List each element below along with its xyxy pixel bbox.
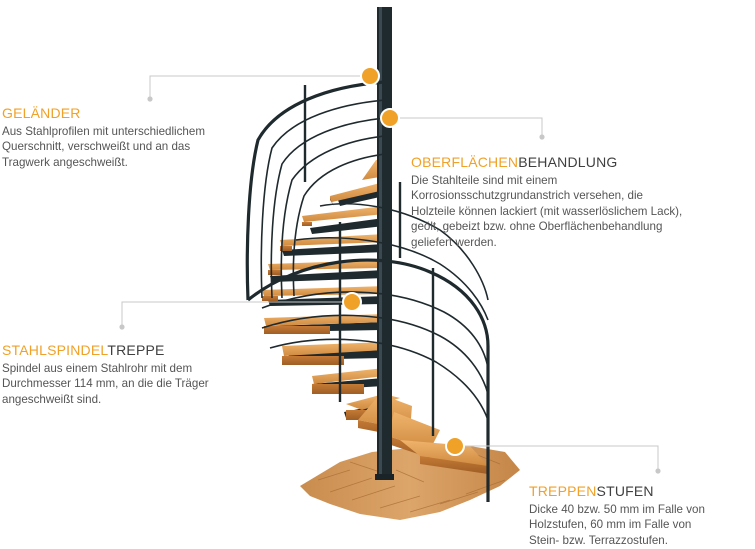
description-line: Querschnitt, verschweißt und an das <box>2 140 191 154</box>
callout-markers <box>342 66 465 456</box>
description-line: Korrosionsschutzgrundanstrich versehen, … <box>411 189 643 203</box>
description-line: Tragwerk angeschweißt. <box>2 155 128 169</box>
callout-description: Die Stahlteile sind mit einem Korrosions… <box>411 173 682 250</box>
leader-end-icon <box>119 324 125 330</box>
callout-title: TREPPENSTUFEN <box>529 482 705 500</box>
title-highlight: TREPPEN <box>529 483 597 499</box>
description-line: Dicke 40 bzw. 50 mm im Falle von <box>529 503 705 516</box>
step <box>312 368 384 394</box>
callout-description: Aus Stahlprofilen mit unterschiedlichem … <box>2 124 205 170</box>
callout-oberflaechenbehandlung: OBERFLÄCHENBEHANDLUNG Die Stahlteile sin… <box>411 153 682 250</box>
description-line: geliefert werden. <box>411 235 497 249</box>
description-line: angeschweißt sind. <box>2 392 102 406</box>
callout-treppenstufen: TREPPENSTUFEN Dicke 40 bzw. 50 mm im Fal… <box>529 482 705 548</box>
description-line: Aus Stahlprofilen mit unterschiedlichem <box>2 125 205 138</box>
callout-title: OBERFLÄCHENBEHANDLUNG <box>411 153 682 171</box>
callout-stahlspindeltreppe: STAHLSPINDELTREPPE Spindel aus einem Sta… <box>2 341 209 407</box>
callout-gelaender: GELÄNDER Aus Stahlprofilen mit unterschi… <box>2 104 205 170</box>
step <box>302 206 384 226</box>
step <box>330 182 384 206</box>
marker-dot-icon <box>380 108 400 128</box>
step-carriers <box>268 188 384 418</box>
marker-dot-icon <box>360 66 380 86</box>
leader-end-markers <box>119 96 661 474</box>
title-rest: STUFEN <box>596 483 654 499</box>
title-highlight: OBERFLÄCHEN <box>411 154 519 170</box>
callout-title: GELÄNDER <box>2 104 205 122</box>
railing <box>245 80 490 502</box>
description-line: Die Stahlteile sind mit einem <box>411 174 558 187</box>
title-highlight: GELÄNDER <box>2 105 81 121</box>
marker-dot-icon <box>445 436 465 456</box>
callout-title: STAHLSPINDELTREPPE <box>2 341 209 359</box>
title-rest: TREPPE <box>107 342 165 358</box>
step <box>280 234 384 251</box>
leader-end-icon <box>539 134 545 140</box>
marker-dot-icon <box>342 292 362 312</box>
wooden-steps <box>262 160 488 474</box>
step <box>282 342 384 365</box>
description-line: Spindel aus einem Stahlrohr mit dem <box>2 362 193 375</box>
leader-end-icon <box>147 96 153 102</box>
description-line: Stein- bzw. Terrazzostufen. <box>529 533 668 547</box>
step <box>264 314 384 334</box>
callout-description: Spindel aus einem Stahlrohr mit dem Durc… <box>2 361 209 407</box>
leader-lines <box>121 75 659 470</box>
description-line: geölt, gebeizt bzw. ohne Oberflächenbeha… <box>411 220 663 234</box>
callout-description: Dicke 40 bzw. 50 mm im Falle von Holzstu… <box>529 502 705 548</box>
description-line: Holzteile können lackiert (mit wasserlös… <box>411 204 683 218</box>
description-line: Durchmesser 114 mm, an die die Träger <box>2 377 209 391</box>
title-highlight: STAHLSPINDEL <box>2 342 108 358</box>
title-rest: BEHANDLUNG <box>518 154 618 170</box>
leader-end-icon <box>655 468 661 474</box>
description-line: Holzstufen, 60 mm im Falle von <box>529 518 692 532</box>
